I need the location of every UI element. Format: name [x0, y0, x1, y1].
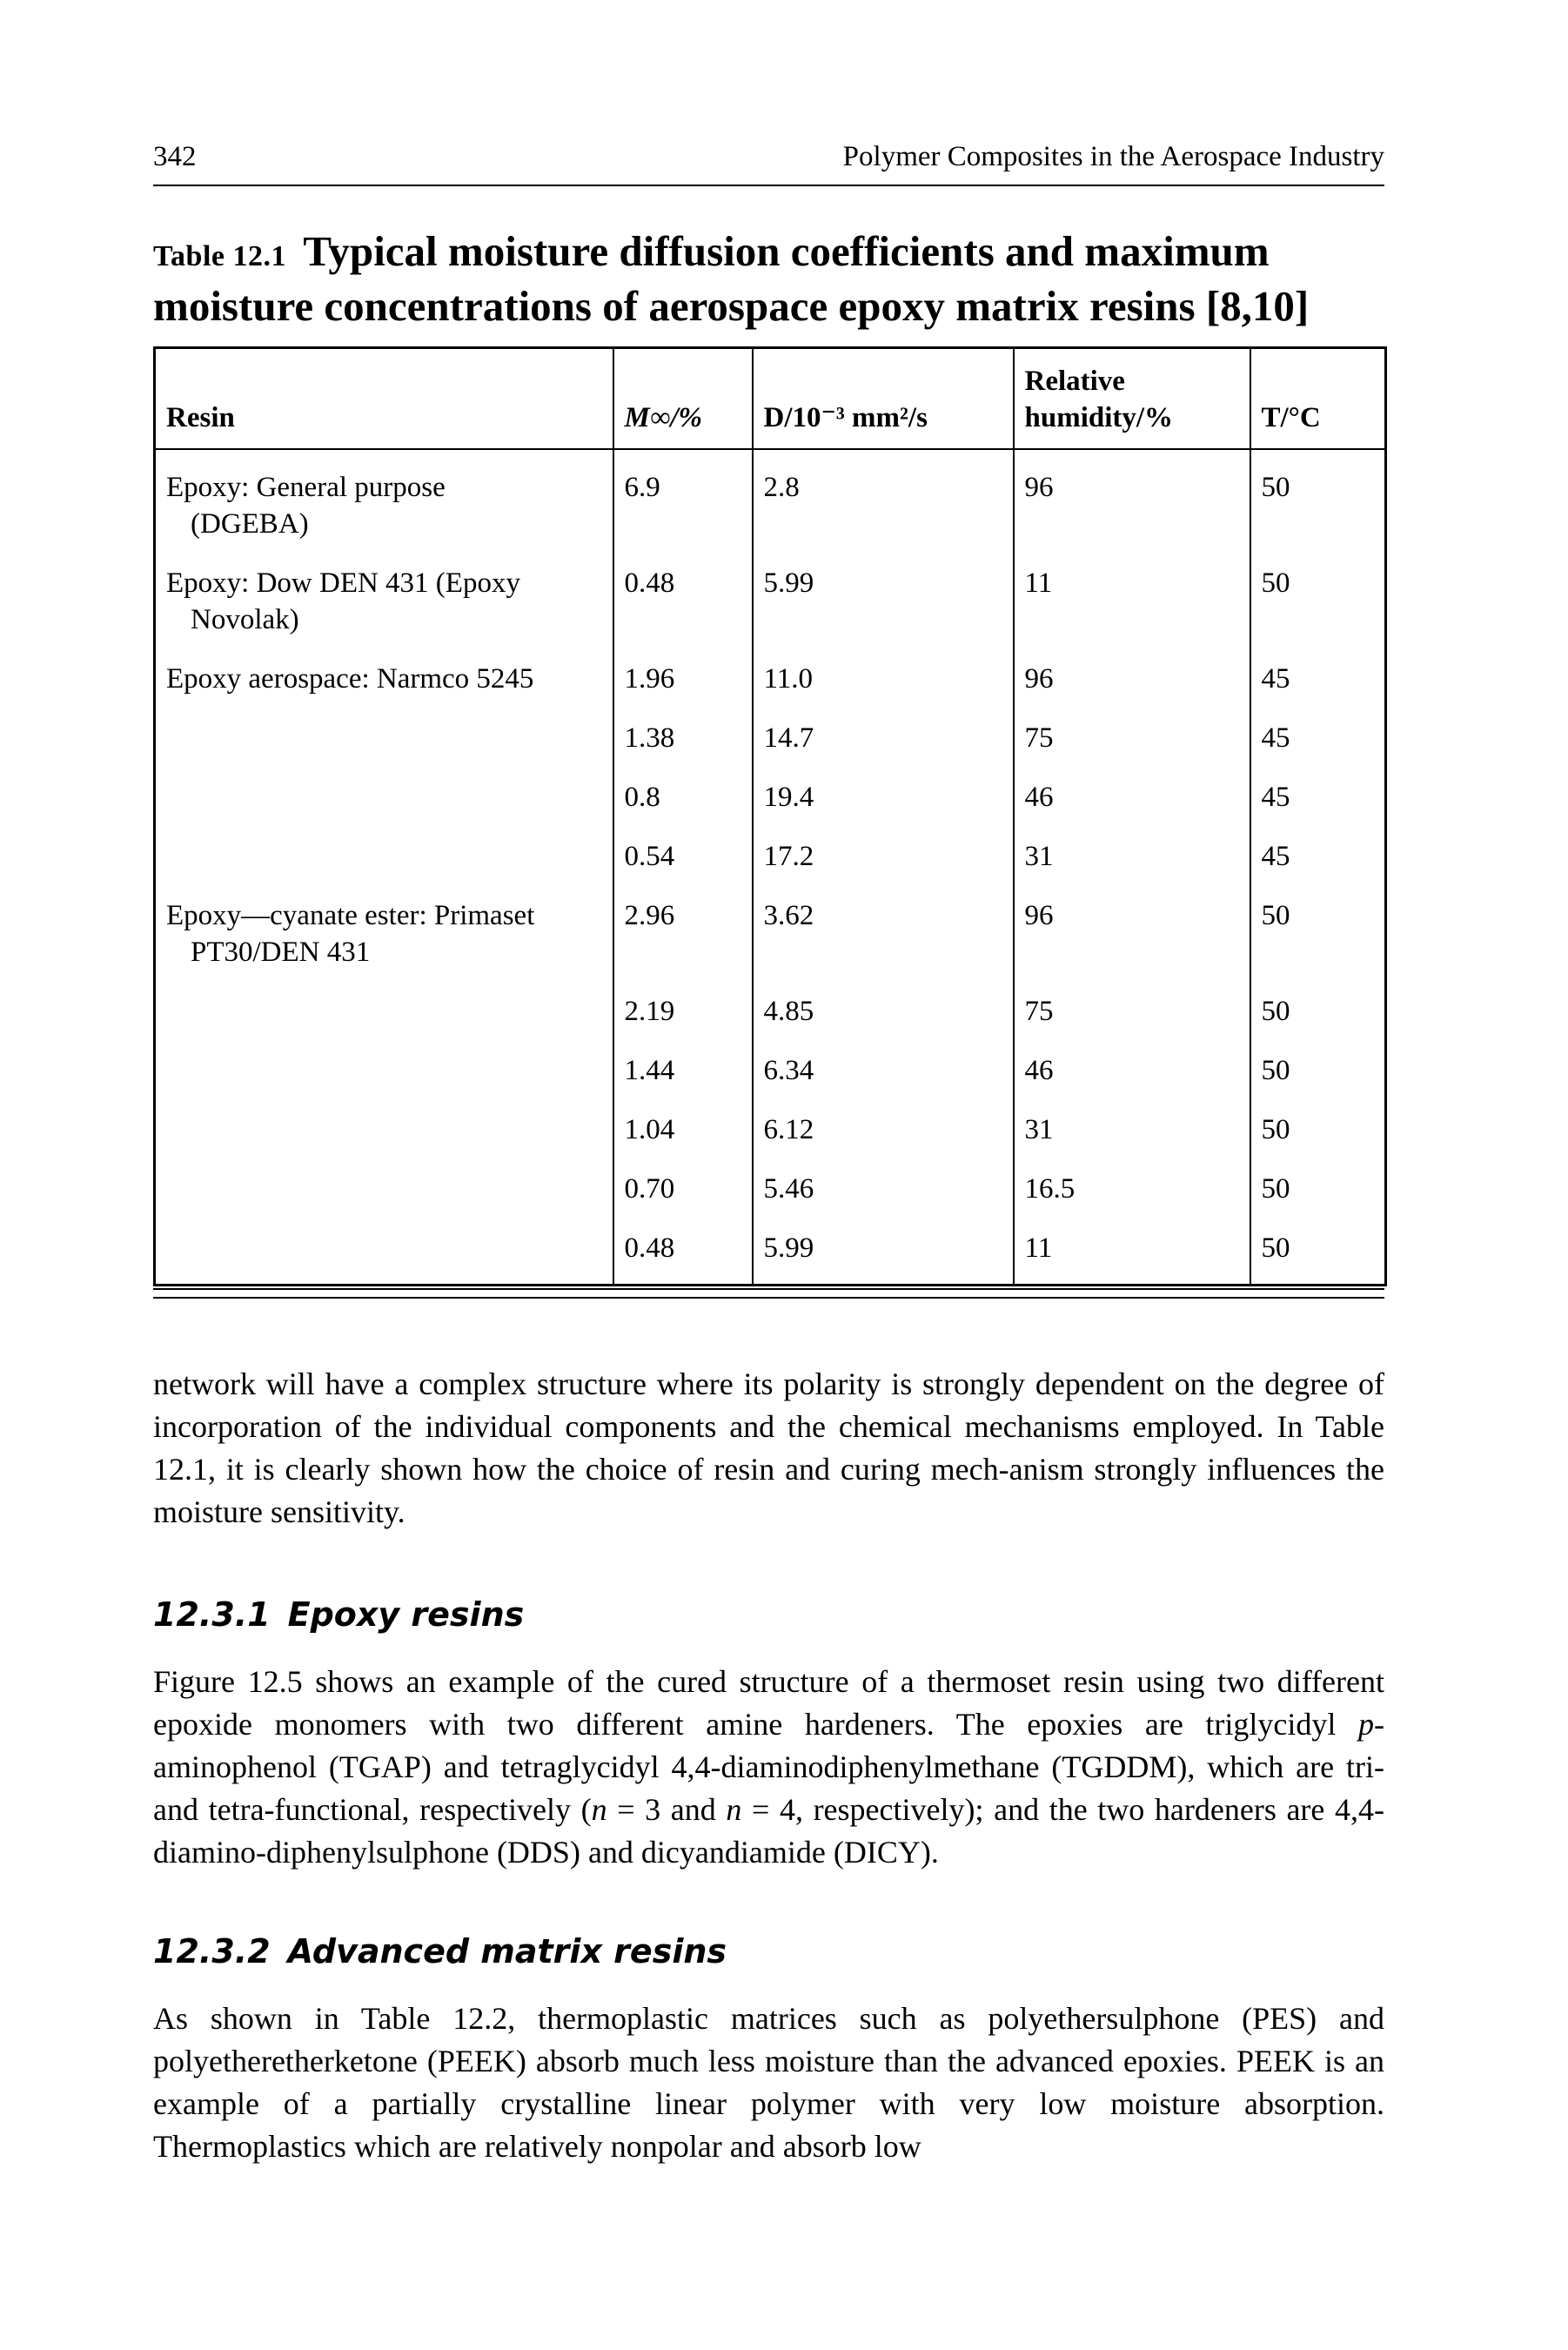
table-caption: Table 12.1 Typical moisture diffusion co…: [153, 226, 1384, 331]
cell-humidity: 11: [1012, 1211, 1250, 1286]
table-row: Epoxy aerospace: Narmco 5245 1.96 11.0 9…: [155, 641, 1386, 701]
header-temperature: T/°C: [1249, 347, 1386, 450]
table-bottom-rule: [153, 1288, 1384, 1299]
moisture-table: Resin M∞/% D/10⁻³ mm²/s Relative humidit…: [153, 346, 1387, 1286]
cell-temperature: 45: [1249, 641, 1386, 701]
page: 342 Polymer Composites in the Aerospace …: [153, 139, 1387, 2199]
table-row: 1.04 6.12 31 50: [155, 1092, 1386, 1152]
cell-m-inf: 0.8: [612, 760, 753, 819]
cell-humidity: 31: [1012, 1092, 1250, 1152]
cell-humidity: 96: [1012, 878, 1250, 974]
cell-resin: [155, 1211, 613, 1286]
cell-m-inf: 0.48: [612, 546, 753, 641]
cell-humidity: 96: [1012, 641, 1250, 701]
cell-temperature: 50: [1249, 878, 1386, 974]
cell-resin: [155, 760, 613, 819]
cell-temperature: 50: [1249, 1152, 1386, 1211]
cell-m-inf: 1.44: [612, 1033, 753, 1092]
header-resin: Resin: [154, 347, 613, 450]
table-row: 0.54 17.2 31 45: [155, 819, 1386, 878]
paragraph-advanced-matrix: As shown in Table 12.2, thermoplastic ma…: [153, 2001, 1384, 2164]
table-row: 1.38 14.7 75 45: [155, 701, 1386, 760]
table-container: Resin M∞/% D/10⁻³ mm²/s Relative humidit…: [153, 346, 1387, 1299]
cell-m-inf: 2.19: [612, 974, 753, 1033]
cell-temperature: 50: [1249, 1092, 1386, 1152]
cell-resin: [155, 1152, 613, 1211]
table-row: 2.19 4.85 75 50: [155, 974, 1386, 1033]
cell-humidity: 16.5: [1012, 1152, 1250, 1211]
cell-humidity: 75: [1012, 701, 1250, 760]
section-number: 12.3.2: [153, 1932, 271, 1971]
cell-diffusion: 14.7: [751, 701, 1014, 760]
section-heading-epoxy-resins: 12.3.1 Epoxy resins: [153, 1595, 1384, 1635]
cell-m-inf: 6.9: [612, 449, 753, 546]
section-number: 12.3.1: [153, 1595, 271, 1634]
cell-temperature: 45: [1249, 701, 1386, 760]
cell-m-inf: 2.96: [612, 878, 753, 974]
cell-resin: [155, 1033, 613, 1092]
header-humidity-line1: Relative: [1024, 366, 1125, 397]
section-heading-advanced-matrix-resins: 12.3.2 Advanced matrix resins: [153, 1931, 1384, 1971]
cell-m-inf: 0.48: [612, 1211, 753, 1286]
cell-humidity: 46: [1012, 1033, 1250, 1092]
header-m-inf: M∞/%: [612, 347, 753, 450]
cell-resin: [155, 701, 613, 760]
cell-diffusion: 11.0: [751, 641, 1014, 701]
page-number: 342: [153, 141, 197, 172]
cell-diffusion: 4.85: [751, 974, 1014, 1033]
table-row: 0.70 5.46 16.5 50: [155, 1152, 1386, 1211]
cell-diffusion: 5.46: [751, 1152, 1014, 1211]
cell-diffusion: 2.8: [751, 449, 1014, 546]
cell-temperature: 45: [1249, 819, 1386, 878]
cell-resin: Epoxy aerospace: Narmco 5245: [166, 663, 534, 695]
book-title: Polymer Composites in the Aerospace Indu…: [842, 141, 1384, 172]
cell-humidity: 31: [1012, 819, 1250, 878]
table-row: 0.8 19.4 46 45: [155, 760, 1386, 819]
cell-temperature: 50: [1249, 449, 1386, 546]
header-diffusion: D/10⁻³ mm²/s: [751, 347, 1014, 450]
paragraph-epoxy-resins: Figure 12.5 shows an example of the cure…: [153, 1664, 1385, 1870]
cell-temperature: 50: [1249, 1033, 1386, 1092]
cell-m-inf: 0.70: [612, 1152, 753, 1211]
cell-m-inf: 1.38: [612, 701, 753, 760]
cell-resin: [155, 1092, 613, 1152]
cell-diffusion: 6.12: [751, 1092, 1014, 1152]
running-head: 342 Polymer Composites in the Aerospace …: [153, 139, 1384, 186]
cell-resin: [155, 974, 613, 1033]
cell-m-inf: 0.54: [612, 819, 753, 878]
cell-resin: Epoxy: General purpose(DGEBA): [166, 472, 446, 540]
cell-temperature: 50: [1249, 546, 1386, 641]
cell-temperature: 50: [1249, 1211, 1386, 1286]
section-title: Epoxy resins: [287, 1595, 525, 1634]
header-humidity-line2: humidity/%: [1024, 402, 1174, 433]
cell-diffusion: 3.62: [751, 878, 1014, 974]
cell-humidity: 96: [1012, 449, 1250, 546]
cell-diffusion: 5.99: [751, 1211, 1014, 1286]
cell-humidity: 75: [1012, 974, 1250, 1033]
cell-diffusion: 5.99: [751, 546, 1014, 641]
table-label: Table 12.1: [153, 240, 287, 272]
cell-diffusion: 17.2: [751, 819, 1014, 878]
header-humidity: Relative humidity/%: [1012, 347, 1250, 450]
cell-temperature: 50: [1249, 974, 1386, 1033]
cell-humidity: 46: [1012, 760, 1250, 819]
table-row: Epoxy: General purpose(DGEBA) 6.9 2.8 96…: [155, 449, 1386, 546]
cell-diffusion: 19.4: [751, 760, 1014, 819]
paragraph-network: network will have a complex structure wh…: [153, 1366, 1384, 1529]
cell-humidity: 11: [1012, 546, 1250, 641]
table-header-row: Resin M∞/% D/10⁻³ mm²/s Relative humidit…: [154, 347, 1386, 450]
cell-m-inf: 1.04: [612, 1092, 753, 1152]
table-row: 0.48 5.99 11 50: [155, 1211, 1386, 1286]
table-row: 1.44 6.34 46 50: [155, 1033, 1386, 1092]
cell-m-inf: 1.96: [612, 641, 753, 701]
table-title: Typical moisture diffusion coefficients …: [153, 227, 1310, 330]
section-title: Advanced matrix resins: [287, 1932, 727, 1971]
cell-resin: [155, 819, 613, 878]
cell-diffusion: 6.34: [751, 1033, 1014, 1092]
cell-temperature: 45: [1249, 760, 1386, 819]
